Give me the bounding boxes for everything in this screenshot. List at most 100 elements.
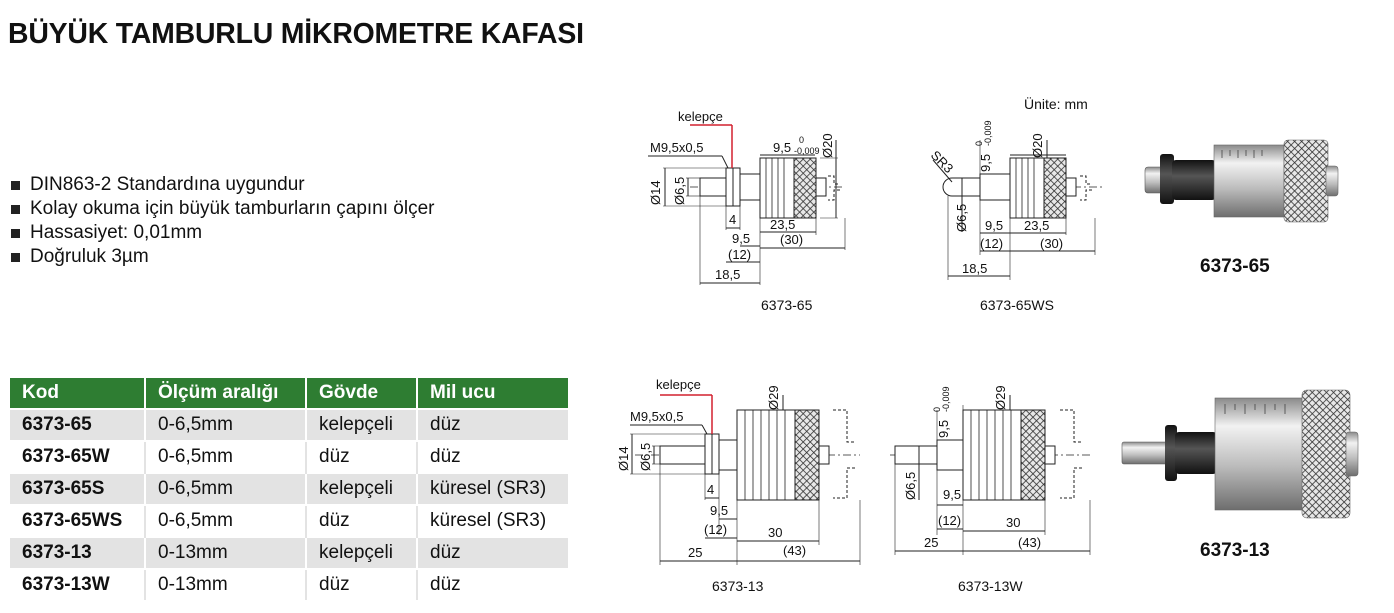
dim-label: 25 (924, 535, 938, 550)
table-row: 6373-13W 0-13mm düz düz (10, 568, 568, 600)
dia-label: Ø6,5 (672, 177, 687, 205)
dim-label: 9,5 (943, 487, 961, 502)
product-photo-6373-13 (1121, 389, 1359, 519)
cell-body: düz (306, 440, 418, 473)
dim-label: (43) (783, 543, 806, 558)
header-range: Ölçüm aralığı (145, 378, 307, 409)
cell-code: 6373-13 (10, 536, 146, 569)
dim-label: 30 (1006, 515, 1020, 530)
header-body: Gövde (306, 378, 418, 409)
drawing-6373-13w (890, 395, 1091, 555)
tol-label: 9,5 (936, 420, 951, 438)
table-row: 6373-65W 0-6,5mm düz düz (10, 440, 568, 473)
table-header-row: Kod Ölçüm aralığı Gövde Mil ucu (10, 378, 568, 409)
tol-up: 0 (974, 141, 984, 146)
cell-range: 0-6,5mm (145, 504, 307, 537)
feature-list: DIN863-2 Standardına uygundur Kolay okum… (10, 173, 434, 269)
drawing-6373-65ws (932, 140, 1105, 280)
dia-label: Ø6,5 (903, 472, 918, 500)
cell-range: 0-13mm (145, 568, 307, 600)
drawing-caption: 6373-65WS (980, 297, 1054, 313)
cell-body: kelepçeli (306, 472, 418, 505)
drawing-6373-13-labels: kelepçe M9,5x0,5 Ø14 Ø6,5 Ø29 4 9,5 (12)… (616, 377, 806, 560)
cell-range: 0-6,5mm (145, 440, 307, 473)
dia-label: Ø29 (993, 385, 1008, 410)
feature-item: Hassasiyet: 0,01mm (10, 221, 434, 245)
dia-label: Ø20 (820, 133, 835, 158)
thread-label: M9,5x0,5 (630, 409, 683, 424)
cell-spindle: düz (417, 536, 568, 569)
tol-up: 0 (932, 407, 942, 412)
dim-label: (30) (1040, 236, 1063, 251)
tol-low: -0,009 (983, 120, 993, 146)
drawing-caption: 6373-13W (958, 578, 1023, 594)
tol-label: 9,5 (978, 154, 993, 172)
cell-spindle: küresel (SR3) (417, 504, 568, 537)
table-row: 6373-65 0-6,5mm kelepçeli düz (10, 408, 568, 441)
dim-label: 23,5 (1024, 218, 1049, 233)
photo-label: 6373-65 (1200, 256, 1270, 277)
dim-label: (12) (938, 513, 961, 528)
dim-label: (30) (780, 232, 803, 247)
dia-label: Ø14 (648, 180, 663, 205)
header-kod: Kod (10, 378, 146, 409)
cell-spindle: düz (417, 408, 568, 441)
tol-low: -0,009 (941, 386, 951, 412)
dim-label: (12) (980, 236, 1003, 251)
dim-label: 30 (768, 525, 782, 540)
spec-table: Kod Ölçüm aralığı Gövde Mil ucu 6373-65 … (10, 378, 568, 600)
tol-label: 9,5 (773, 140, 791, 155)
cell-spindle: düz (417, 440, 568, 473)
tol-up: 0 (799, 135, 804, 145)
dim-label: 9,5 (732, 231, 750, 246)
table-row: 6373-65WS 0-6,5mm düz küresel (SR3) (10, 504, 568, 537)
photo-label: 6373-13 (1200, 540, 1270, 561)
unit-note: Ünite: mm (1024, 96, 1088, 112)
cell-code: 6373-65S (10, 472, 146, 505)
feature-item: Kolay okuma için büyük tamburların çapın… (10, 197, 434, 221)
cell-body: düz (306, 568, 418, 600)
dia-label: Ø6,5 (954, 204, 969, 232)
dim-label: 18,5 (962, 261, 987, 276)
product-photo-6373-65 (1144, 139, 1339, 223)
dim-label: 23,5 (770, 217, 795, 232)
cell-body: kelepçeli (306, 408, 418, 441)
dim-label: 9,5 (985, 218, 1003, 233)
cell-range: 0-13mm (145, 536, 307, 569)
cell-body: kelepçeli (306, 536, 418, 569)
dim-label: 4 (707, 482, 714, 497)
feature-item: DIN863-2 Standardına uygundur (10, 173, 434, 197)
dim-label: 9,5 (710, 503, 728, 518)
sr-label: SR3 (928, 148, 956, 176)
clamp-label: kelepçe (678, 109, 723, 124)
drawing-6373-65 (648, 124, 846, 285)
drawing-caption: 6373-65 (761, 297, 813, 313)
table-row: 6373-13 0-13mm kelepçeli düz (10, 536, 568, 569)
dim-label: 18,5 (715, 267, 740, 282)
drawing-6373-13w-labels: Ø6,5 Ø29 9,5 0 -0,009 9,5 (12) 30 25 (43… (903, 385, 1041, 550)
cell-range: 0-6,5mm (145, 408, 307, 441)
cell-code: 6373-65WS (10, 504, 146, 537)
cell-code: 6373-13W (10, 568, 146, 600)
dim-label: (12) (728, 247, 751, 262)
drawing-6373-65-labels: kelepçe M9,5x0,5 Ø14 Ø6,5 Ø20 9,5 0 -0,0… (648, 109, 835, 282)
cell-spindle: düz (417, 568, 568, 600)
header-spindle: Mil ucu (417, 378, 568, 409)
table-row: 6373-65S 0-6,5mm kelepçeli küresel (SR3) (10, 472, 568, 505)
drawing-caption: 6373-13 (712, 578, 764, 594)
drawing-6373-13 (630, 394, 861, 565)
cell-spindle: küresel (SR3) (417, 472, 568, 505)
dim-label: (43) (1018, 535, 1041, 550)
cell-body: düz (306, 504, 418, 537)
clamp-label: kelepçe (656, 377, 701, 392)
dia-label: Ø29 (766, 385, 781, 410)
page-title: BÜYÜK TAMBURLU MİKROMETRE KAFASI (8, 18, 584, 50)
cell-code: 6373-65 (10, 408, 146, 441)
dim-label: (12) (704, 522, 727, 537)
tol-low: -0,009 (794, 146, 820, 156)
dia-label: Ø6,5 (638, 443, 653, 471)
dia-label: Ø20 (1030, 133, 1045, 158)
cell-code: 6373-65W (10, 440, 146, 473)
dim-label: 25 (688, 545, 702, 560)
